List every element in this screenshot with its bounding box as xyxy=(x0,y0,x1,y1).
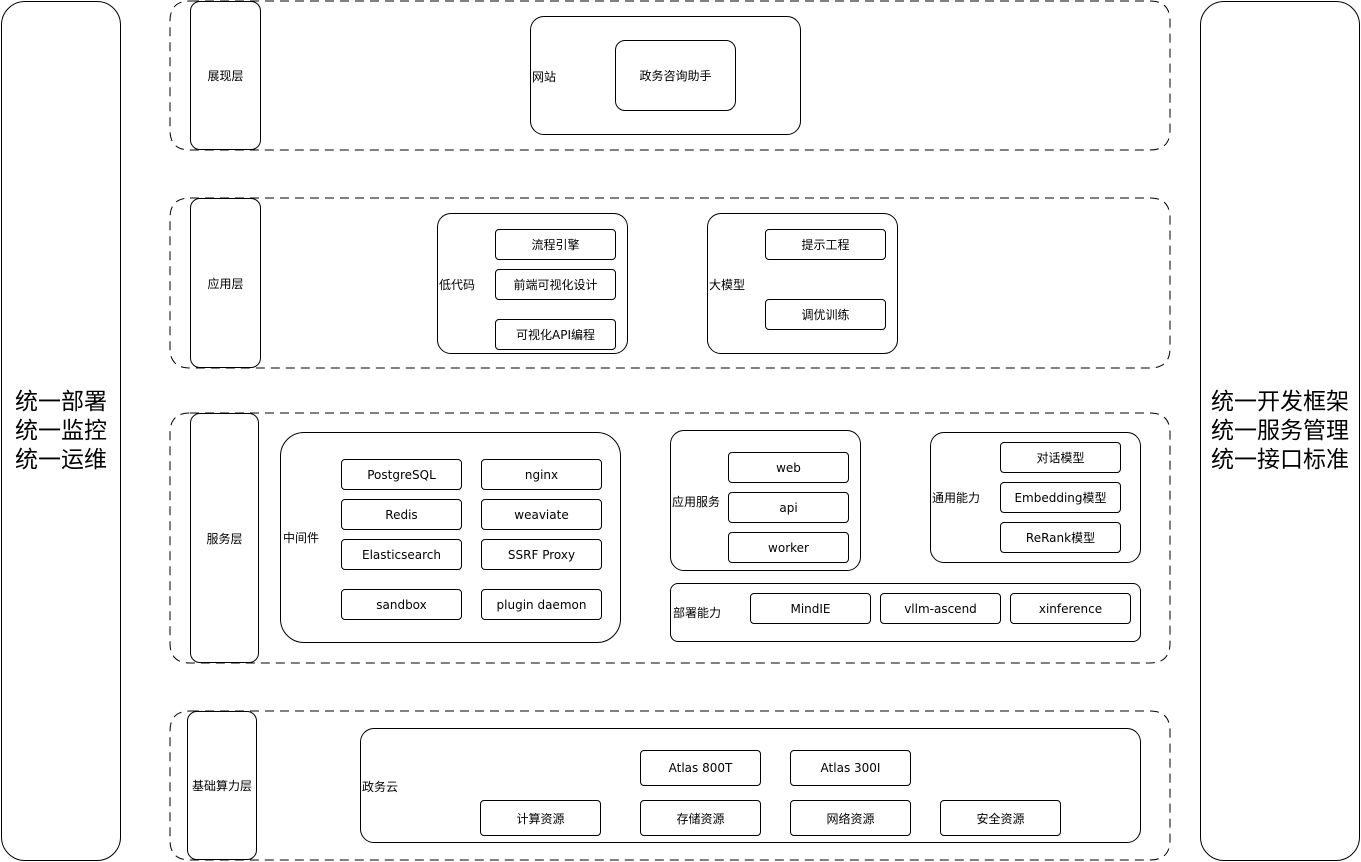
box-text: Redis xyxy=(385,507,418,522)
box-text: 存储资源 xyxy=(676,811,725,826)
security-resource-box: 安全资源 xyxy=(940,800,1061,836)
box-text: 安全资源 xyxy=(976,811,1025,826)
gov-consult-assistant-box: 政务咨询助手 xyxy=(615,40,736,111)
application-layer-label: 应用层 xyxy=(190,198,261,368)
box-text: sandbox xyxy=(376,597,427,612)
network-resource-box: 网络资源 xyxy=(790,800,911,836)
right-panel: 统一开发框架 统一服务管理 统一接口标准 xyxy=(1200,1,1360,861)
box-text: Atlas 800T xyxy=(668,761,733,775)
weaviate-box: weaviate xyxy=(481,499,602,530)
presentation-layer-label: 展现层 xyxy=(190,1,261,150)
layer-label-text: 展现层 xyxy=(207,69,244,83)
middleware-label: 中间件 xyxy=(283,531,320,545)
embedding-model-box: Embedding模型 xyxy=(1000,482,1121,513)
box-text: 可视化API编程 xyxy=(516,328,595,342)
box-text: api xyxy=(779,500,798,515)
box-text: vllm-ascend xyxy=(904,601,977,616)
left-panel-text: 统一部署 统一监控 统一运维 xyxy=(15,388,107,475)
right-panel-text: 统一开发框架 统一服务管理 统一接口标准 xyxy=(1211,388,1349,475)
box-text: weaviate xyxy=(514,507,569,522)
elasticsearch-box: Elasticsearch xyxy=(341,539,462,570)
box-text: SSRF Proxy xyxy=(507,547,576,562)
box-text: 提示工程 xyxy=(801,238,850,252)
web-box: web xyxy=(728,452,849,483)
ssrf-proxy-box: SSRF Proxy xyxy=(481,539,602,570)
atlas-800t-box: Atlas 800T xyxy=(640,750,761,786)
lowcode-group: 低代码 流程引擎 前端可视化设计 可视化API编程 xyxy=(437,213,628,354)
xinference-box: xinference xyxy=(1010,593,1131,624)
layer-label-text: 应用层 xyxy=(207,276,244,291)
left-panel-line: 统一运维 xyxy=(15,446,107,473)
worker-box: worker xyxy=(728,532,849,563)
box-text: Atlas 300I xyxy=(820,761,881,775)
llm-group: 大模型 提示工程 调优训练 xyxy=(707,213,898,354)
sandbox-box: sandbox xyxy=(341,589,462,620)
left-panel: 统一部署 统一监控 统一运维 xyxy=(1,1,121,861)
plugin-daemon-box: plugin daemon xyxy=(481,589,602,620)
frontend-visual-design-box: 前端可视化设计 xyxy=(495,269,616,300)
layer-label-text: 服务层 xyxy=(206,531,243,546)
app-service-group: 应用服务 web api worker xyxy=(670,430,861,571)
box-text: 网络资源 xyxy=(826,811,875,826)
workflow-engine-box: 流程引擎 xyxy=(495,229,616,260)
box-text: plugin daemon xyxy=(496,597,587,612)
box-text: 对话模型 xyxy=(1036,451,1085,465)
website-label: 网站 xyxy=(532,70,557,84)
deploy-capability-label: 部署能力 xyxy=(673,606,722,620)
right-panel-line: 统一接口标准 xyxy=(1211,446,1349,473)
box-text: nginx xyxy=(524,467,559,482)
box-text: PostgreSQL xyxy=(367,467,436,482)
api-box: api xyxy=(728,492,849,523)
mindie-box: MindIE xyxy=(750,593,871,624)
prompt-engineering-box: 提示工程 xyxy=(765,229,886,260)
box-text: 政务咨询助手 xyxy=(639,69,712,83)
box-text: 前端可视化设计 xyxy=(513,278,598,292)
compute-layer-label: 基础算力层 xyxy=(187,711,257,860)
nginx-box: nginx xyxy=(481,459,602,490)
box-text: xinference xyxy=(1038,601,1103,616)
box-text: MindIE xyxy=(790,601,831,616)
layer-label-text: 基础算力层 xyxy=(191,779,252,793)
redis-box: Redis xyxy=(341,499,462,530)
rerank-model-box: ReRank模型 xyxy=(1000,522,1121,553)
app-service-label: 应用服务 xyxy=(672,495,721,509)
left-panel-line: 统一监控 xyxy=(15,417,107,444)
storage-resource-box: 存储资源 xyxy=(640,800,761,836)
box-text: worker xyxy=(768,540,809,555)
compute-resource-box: 计算资源 xyxy=(480,800,601,836)
lowcode-label: 低代码 xyxy=(439,278,476,292)
visual-api-programming-box: 可视化API编程 xyxy=(495,319,616,350)
box-text: ReRank模型 xyxy=(1025,531,1096,545)
box-text: Elasticsearch xyxy=(361,547,442,562)
box-text: 调优训练 xyxy=(801,308,850,322)
service-layer-label: 服务层 xyxy=(190,413,259,663)
middleware-group: 中间件 PostgreSQL nginx Redis weaviate Elas… xyxy=(280,432,621,643)
box-text: 计算资源 xyxy=(516,811,565,826)
box-text: Embedding模型 xyxy=(1014,491,1107,505)
vllm-ascend-box: vllm-ascend xyxy=(880,593,1001,624)
website-group: 网站 政务咨询助手 xyxy=(530,16,801,135)
atlas-300i-box: Atlas 300I xyxy=(790,750,911,786)
deploy-capability-group: 部署能力 MindIE vllm-ascend xinference xyxy=(670,583,1141,642)
postgresql-box: PostgreSQL xyxy=(341,459,462,490)
general-capability-label: 通用能力 xyxy=(932,491,981,505)
right-panel-line: 统一服务管理 xyxy=(1211,417,1349,444)
gov-cloud-label: 政务云 xyxy=(362,780,399,794)
general-capability-group: 通用能力 对话模型 Embedding模型 ReRank模型 xyxy=(930,432,1141,563)
application-layer-outline xyxy=(169,197,1171,369)
gov-cloud-group: 政务云 Atlas 800T Atlas 300I 计算资源 存储资源 网络资源… xyxy=(360,728,1141,843)
left-panel-line: 统一部署 xyxy=(15,388,107,415)
box-text: web xyxy=(776,460,801,475)
chat-model-box: 对话模型 xyxy=(1000,442,1121,473)
box-text: 流程引擎 xyxy=(531,238,580,252)
right-panel-line: 统一开发框架 xyxy=(1211,388,1349,415)
fine-tuning-box: 调优训练 xyxy=(765,299,886,330)
llm-label: 大模型 xyxy=(709,278,746,292)
